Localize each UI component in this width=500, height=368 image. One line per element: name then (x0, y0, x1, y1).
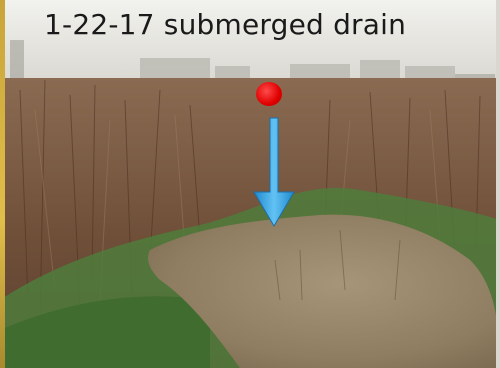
red-dot-marker-icon (256, 82, 282, 106)
photo-caption: 1-22-17 submerged drain (44, 8, 407, 41)
slide-right-edge (496, 0, 500, 368)
slide-left-edge (0, 0, 5, 368)
down-arrow-icon (253, 117, 295, 227)
